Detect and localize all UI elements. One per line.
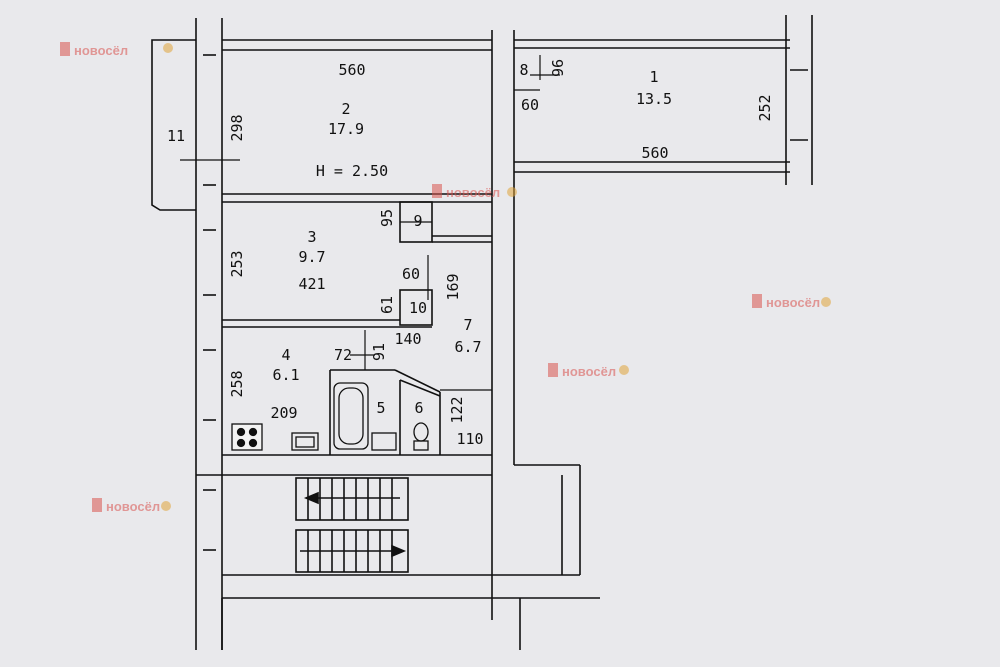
room-5-number: 5 bbox=[376, 399, 385, 417]
dim-421: 421 bbox=[298, 275, 325, 293]
novosel-seal-icon bbox=[507, 187, 517, 197]
svg-text:новосёл: новосёл bbox=[446, 185, 500, 200]
svg-text:новосёл: новосёл bbox=[562, 364, 616, 379]
room-1-number: 1 bbox=[649, 68, 658, 86]
dimension-lines bbox=[180, 55, 560, 391]
dim-169: 169 bbox=[444, 273, 462, 300]
room-7-number: 7 bbox=[463, 316, 472, 334]
watermark-5: новосёл bbox=[92, 498, 171, 514]
fixtures bbox=[231, 382, 429, 451]
watermark-3: новосёл bbox=[752, 294, 831, 310]
dim-253: 253 bbox=[228, 250, 246, 277]
room-3-area: 9.7 bbox=[298, 248, 325, 266]
dim-60-mid: 60 bbox=[402, 265, 420, 283]
dim-560-top: 560 bbox=[338, 61, 365, 79]
watermark-1: новосёл bbox=[60, 42, 173, 58]
dim-560-right: 560 bbox=[641, 144, 668, 162]
room-3-number: 3 bbox=[307, 228, 316, 246]
stair-arrows bbox=[300, 491, 407, 558]
room-6-number: 6 bbox=[414, 399, 423, 417]
dim-72: 72 bbox=[334, 346, 352, 364]
room-2-number: 2 bbox=[341, 100, 350, 118]
dim-60-top: 60 bbox=[521, 96, 539, 114]
dim-122: 122 bbox=[448, 396, 466, 423]
bathroom-sink-icon bbox=[371, 432, 397, 451]
stove-icon bbox=[231, 423, 263, 451]
room-11-number: 11 bbox=[167, 127, 185, 145]
novosel-logo-icon bbox=[548, 363, 558, 377]
dim-252: 252 bbox=[756, 94, 774, 121]
dim-95: 95 bbox=[378, 209, 396, 227]
novosel-seal-icon bbox=[163, 43, 173, 53]
novosel-logo-icon bbox=[752, 294, 762, 308]
room-9-number: 9 bbox=[413, 212, 422, 230]
novosel-logo-icon bbox=[60, 42, 70, 56]
dim-298: 298 bbox=[228, 114, 246, 141]
novosel-logo-icon bbox=[92, 498, 102, 512]
room-7-area: 6.7 bbox=[454, 338, 481, 356]
dimension-labels: 560 560 298 252 253 258 96 60 95 60 169 … bbox=[228, 59, 774, 448]
room-2-area: 17.9 bbox=[328, 120, 364, 138]
room-4-number: 4 bbox=[281, 346, 290, 364]
ceiling-height: H = 2.50 bbox=[316, 162, 388, 180]
bathtub-icon bbox=[333, 382, 369, 450]
dim-91: 91 bbox=[370, 343, 388, 361]
dim-140: 140 bbox=[394, 330, 421, 348]
svg-text:новосёл: новосёл bbox=[766, 295, 820, 310]
watermark-4: новосёл bbox=[548, 363, 629, 379]
svg-text:новосёл: новосёл bbox=[74, 43, 128, 58]
svg-text:новосёл: новосёл bbox=[106, 499, 160, 514]
novosel-seal-icon bbox=[161, 501, 171, 511]
room-labels: 1 13.5 2 17.9 H = 2.50 3 9.7 4 6.1 5 6 7… bbox=[167, 61, 672, 417]
watermark-2: новосёл bbox=[432, 184, 517, 200]
room-4-area: 6.1 bbox=[272, 366, 299, 384]
room-8-number: 8 bbox=[519, 61, 528, 79]
kitchen-sink-icon bbox=[291, 432, 319, 451]
novosel-logo-icon bbox=[432, 184, 442, 198]
dim-209: 209 bbox=[270, 404, 297, 422]
dim-258: 258 bbox=[228, 370, 246, 397]
dim-61: 61 bbox=[378, 296, 396, 314]
room-1-area: 13.5 bbox=[636, 90, 672, 108]
novosel-seal-icon bbox=[619, 365, 629, 375]
room-10-number: 10 bbox=[409, 299, 427, 317]
dim-96: 96 bbox=[548, 59, 566, 77]
walls bbox=[151, 15, 813, 650]
novosel-seal-icon bbox=[821, 297, 831, 307]
dim-110: 110 bbox=[456, 430, 483, 448]
